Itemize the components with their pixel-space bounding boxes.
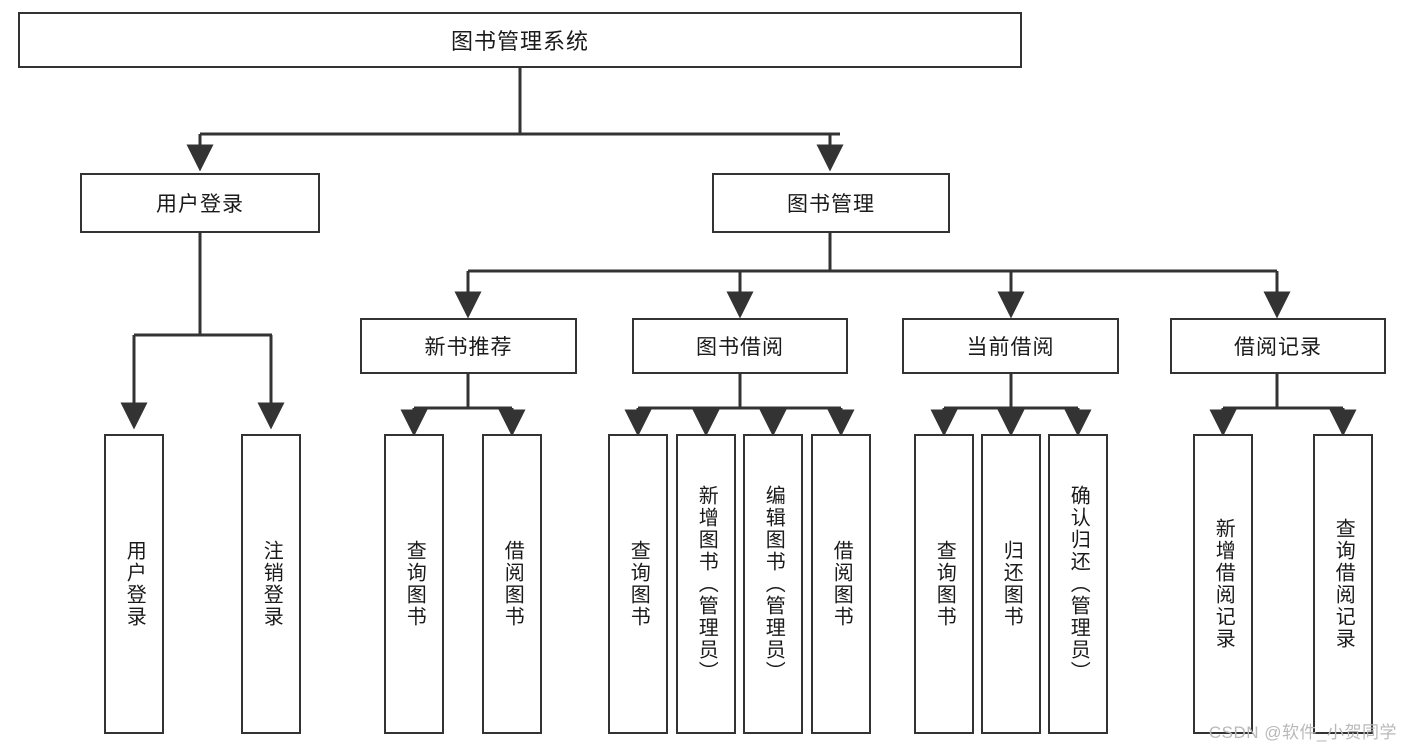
leaf-user-login[interactable]: 用户登录 bbox=[104, 434, 164, 734]
node-current-borrow[interactable]: 当前借阅 bbox=[902, 318, 1119, 374]
leaf-new-book-borrow[interactable]: 借阅图书 bbox=[482, 434, 542, 734]
node-user-login[interactable]: 用户登录 bbox=[80, 173, 320, 233]
node-borrow-records[interactable]: 借阅记录 bbox=[1170, 318, 1386, 374]
csdn-watermark: CSDN @软件_小贺同学 bbox=[1208, 723, 1397, 742]
leaf-borrow-lend-book[interactable]: 借阅图书 bbox=[811, 434, 871, 734]
leaf-current-return-book[interactable]: 归还图书 bbox=[981, 434, 1041, 734]
node-new-book-recommend[interactable]: 新书推荐 bbox=[360, 318, 577, 374]
leaf-borrow-edit-book-admin[interactable]: 编辑图书（管理员） bbox=[743, 434, 803, 734]
leaf-current-query-book[interactable]: 查询图书 bbox=[914, 434, 974, 734]
leaf-borrow-add-book-admin[interactable]: 新增图书（管理员） bbox=[676, 434, 736, 734]
node-book-management[interactable]: 图书管理 bbox=[712, 173, 950, 233]
leaf-current-confirm-return-admin[interactable]: 确认归还（管理员） bbox=[1048, 434, 1108, 734]
leaf-new-book-query[interactable]: 查询图书 bbox=[384, 434, 444, 734]
leaf-records-add[interactable]: 新增借阅记录 bbox=[1193, 434, 1253, 734]
leaf-borrow-query-book[interactable]: 查询图书 bbox=[608, 434, 668, 734]
leaf-user-logout[interactable]: 注销登录 bbox=[241, 434, 301, 734]
leaf-records-query[interactable]: 查询借阅记录 bbox=[1313, 434, 1373, 734]
node-root-system[interactable]: 图书管理系统 bbox=[18, 12, 1022, 68]
node-book-borrow[interactable]: 图书借阅 bbox=[632, 318, 848, 374]
